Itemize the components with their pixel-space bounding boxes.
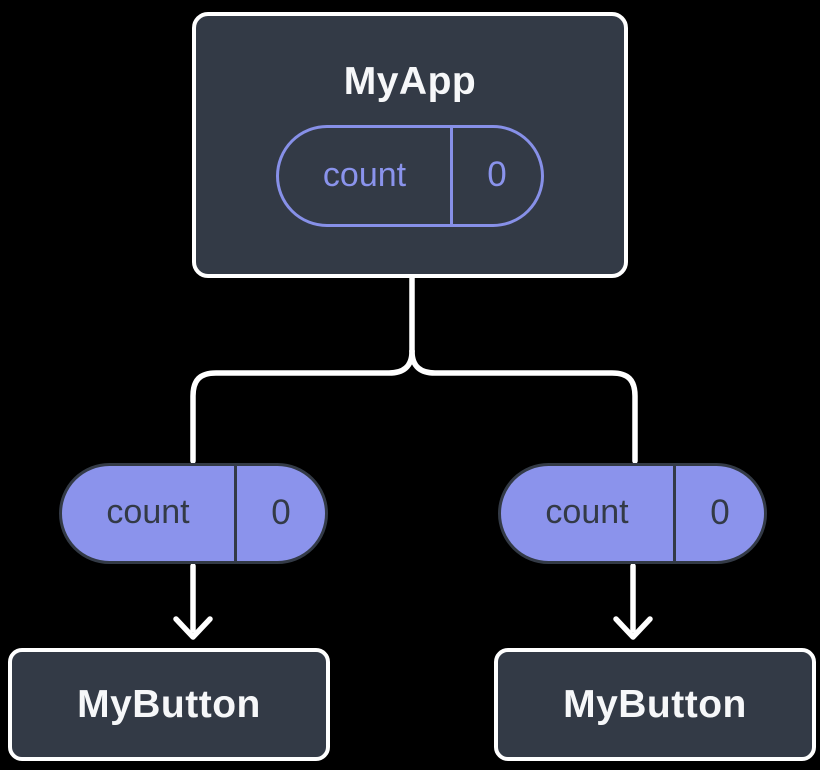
prop-pill-left: count 0 <box>59 463 328 564</box>
arrow-left-head-icon <box>173 616 213 640</box>
prop-pill-left-name: count <box>106 493 190 531</box>
prop-pill-left-divider <box>234 466 237 561</box>
root-component-title: MyApp <box>343 60 477 103</box>
child-component-title-right: MyButton <box>563 682 747 726</box>
state-pill-value: 0 <box>487 155 507 194</box>
branch-left-line <box>190 348 415 464</box>
root-component-node: MyApp count 0 <box>192 12 628 278</box>
prop-pill-left-value: 0 <box>271 492 291 532</box>
prop-pill-right: count 0 <box>498 463 767 564</box>
prop-pill-right-divider <box>673 466 676 561</box>
branch-right-line <box>409 348 638 464</box>
state-pill: count 0 <box>276 125 544 227</box>
child-component-node-left: MyButton <box>8 648 330 761</box>
state-pill-name: count <box>322 155 407 194</box>
arrow-right-head-icon <box>613 616 653 640</box>
state-pill-divider <box>450 128 453 224</box>
child-component-node-right: MyButton <box>494 648 816 761</box>
prop-pill-right-name: count <box>545 493 629 531</box>
prop-pill-right-value: 0 <box>710 492 730 532</box>
child-component-title-left: MyButton <box>77 682 261 726</box>
